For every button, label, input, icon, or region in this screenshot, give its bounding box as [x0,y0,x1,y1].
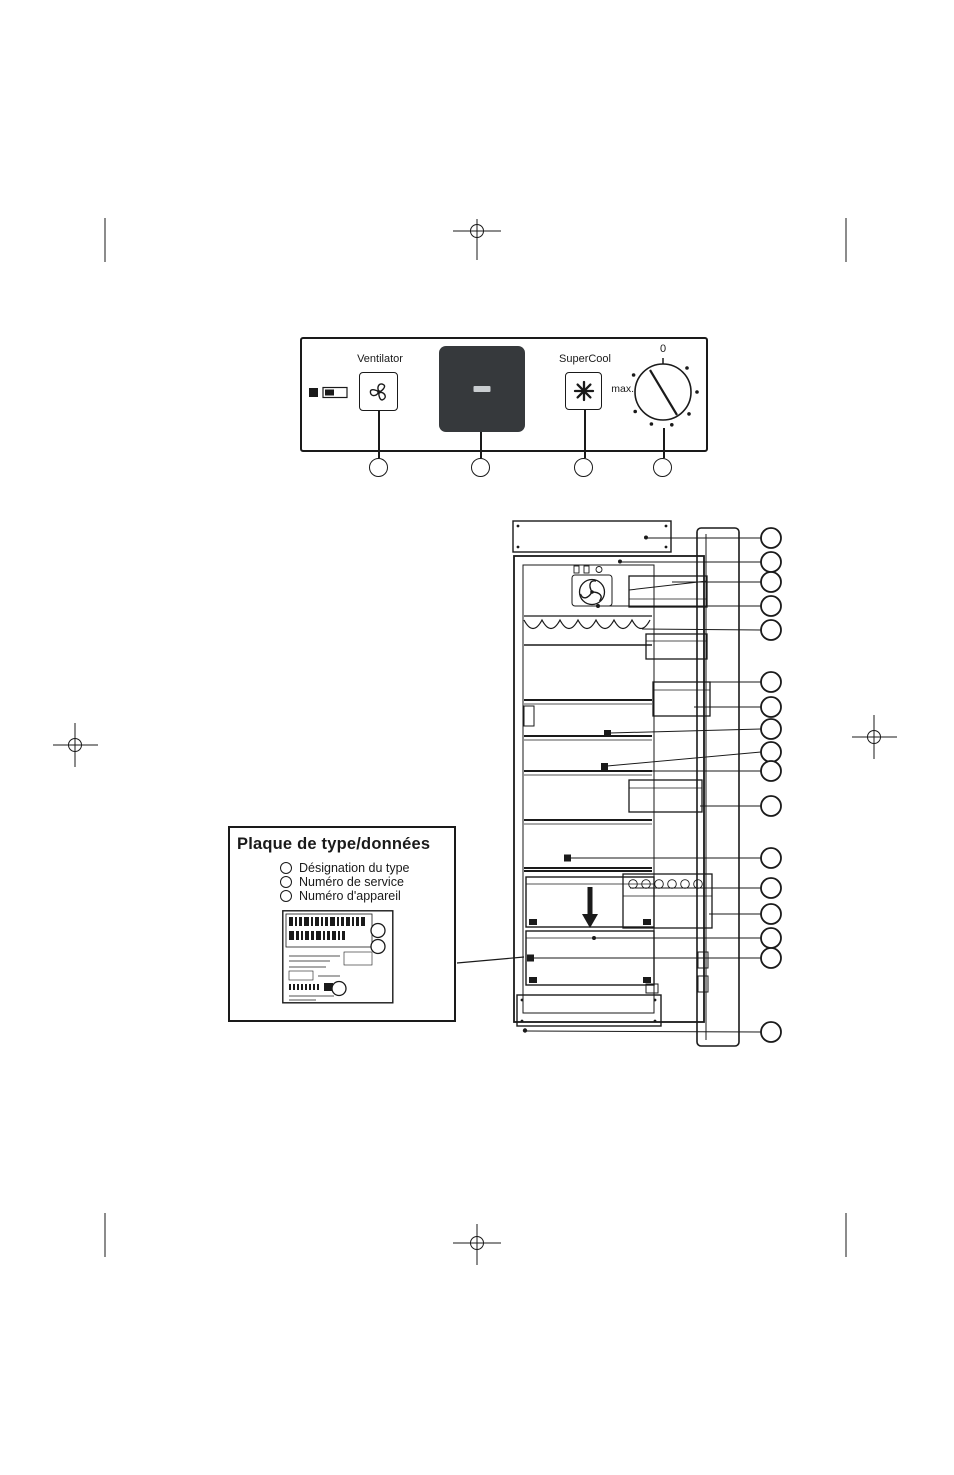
interior-fan [571,574,613,607]
callout-line [663,428,665,458]
fridge-callout-circles [760,527,782,1043]
type-plate-item: Numéro de service [280,875,404,889]
panel-callout-2 [471,458,490,477]
supercool-button [565,372,602,410]
callout-line [378,411,380,458]
door-bins [622,575,713,929]
ventilation-grille-bottom [516,983,662,1027]
temperature-display [439,346,525,432]
cabinet-body [513,555,705,1023]
item-callout-circle [280,876,292,888]
dial-zero-label: 0 [659,343,667,355]
type-plate-title: Plaque de type/données [237,835,431,853]
type-plate-item: Numéro d'appareil [280,889,401,903]
ventilator-button [359,372,398,411]
panel-callout-4 [653,458,672,477]
type-plate-item-label: Numéro de service [299,875,404,889]
panel-callout-3 [574,458,593,477]
refrigerator-diagram [456,520,782,1047]
display-symbols [573,565,603,574]
control-panel-diagram: Ventilator SuperCool [300,337,708,452]
down-arrow-icon [582,887,598,928]
plate-callout-circles [331,922,386,997]
display-segment [473,386,491,392]
barcode-blocks [289,917,365,940]
callout-lines [456,535,762,1033]
ventilation-grille-top [512,520,672,553]
callout-line [584,410,586,458]
fan-icon [369,382,386,401]
item-callout-circle [280,862,292,874]
bottle-rack [523,615,652,646]
dial-max-label: max. [611,383,634,395]
type-plate-item-label: Désignation du type [299,861,410,875]
interior-light [523,705,535,727]
temperature-dial [631,358,699,427]
snowflake-icon [573,380,594,402]
glass-shelves [524,699,652,869]
type-plate-box: Plaque de type/données Désignation du ty… [228,826,456,1022]
door-panel [696,527,740,1047]
plate-text-lines [288,951,373,1001]
type-plate-item: Désignation du type [280,861,410,875]
power-indicator-icon [309,386,348,399]
type-plate-item-label: Numéro d'appareil [299,889,401,903]
rating-plate-image [282,910,394,1004]
panel-callout-1 [369,458,388,477]
supercool-label: SuperCool [559,353,611,365]
item-callout-circle [280,890,292,902]
callout-line [480,432,482,458]
ventilator-label: Ventilator [357,353,403,365]
